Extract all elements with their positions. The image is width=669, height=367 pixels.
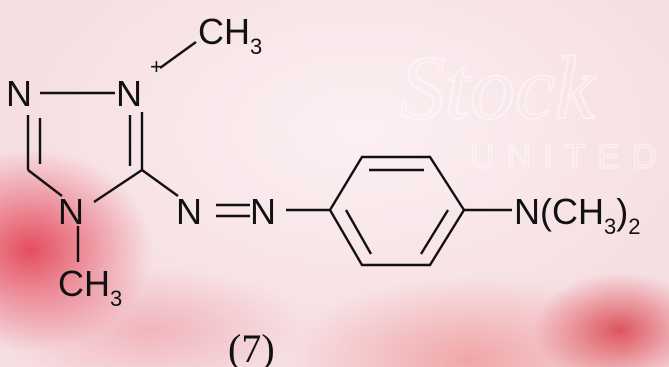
azo-n2-label: N [250,191,276,232]
n-ring-bottom-label: N [58,191,84,232]
n-ring-left-label: N [6,73,32,114]
n-plus-label: N [116,73,142,114]
bond-nplus-methyl [159,41,197,69]
benzene-ring [328,155,466,267]
watermark-text: Stock [400,39,597,138]
methyl-top-label: CH3 [198,11,262,59]
benzene-double-right [419,209,450,255]
bond-n4-c [93,169,143,203]
bond-ch-n4 [27,169,63,197]
methyl-bottom-label: CH3 [58,263,122,311]
watermark-subtext: UNITED [470,138,669,176]
compound-number: (7) [228,326,275,367]
benzene-double-left [344,209,373,255]
bond-c-azo [141,169,179,197]
positive-charge: + [150,54,163,79]
dimethylamino-label: N(CH3)2 [514,191,640,239]
azo-n1-label: N [176,191,202,232]
